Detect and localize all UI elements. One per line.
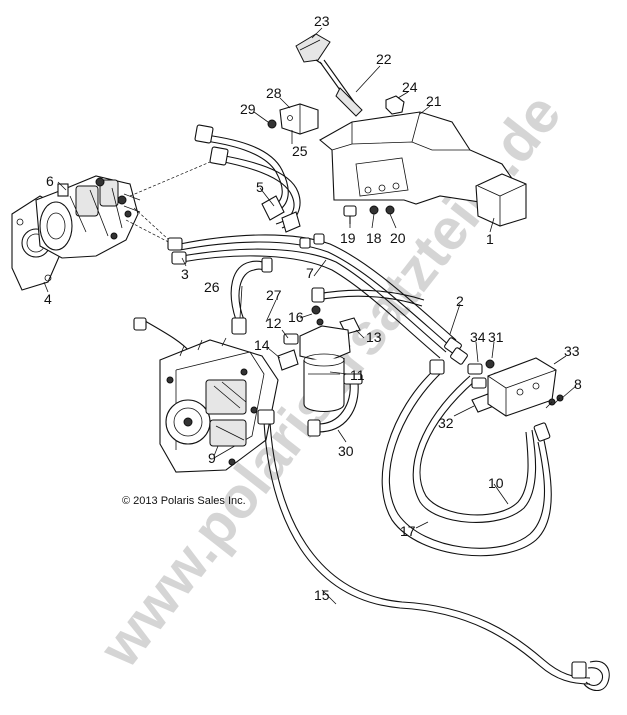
callout-12: 12 — [266, 315, 282, 331]
upper-hoses-part — [194, 124, 301, 233]
valve-block-part — [487, 357, 557, 417]
callout-13: 13 — [366, 329, 382, 345]
callout-26: 26 — [204, 279, 220, 295]
callout-30: 30 — [338, 443, 354, 459]
nut-24-part — [385, 95, 405, 115]
callout-28: 28 — [266, 85, 282, 101]
leader-lines — [43, 27, 577, 605]
fitting-18-part — [369, 205, 379, 215]
engine-assembly-part — [133, 317, 279, 473]
callout-29: 29 — [240, 101, 256, 117]
fitting-14-part — [277, 349, 299, 371]
tube-26-part — [230, 257, 273, 335]
callout-labels: 1 2 3 4 5 6 7 8 9 10 11 12 13 14 15 16 1… — [44, 13, 582, 603]
hose-15-part — [257, 409, 610, 692]
callout-18: 18 — [366, 230, 382, 246]
callout-5: 5 — [256, 179, 264, 195]
filter-part — [299, 325, 351, 413]
dipstick-part — [319, 59, 363, 117]
hose-13-part — [311, 287, 425, 335]
pipe-30-part — [307, 373, 363, 437]
bracket-part — [279, 103, 319, 135]
hydraulic-pump-part — [35, 175, 141, 259]
callout-15: 15 — [314, 587, 330, 603]
callout-14: 14 — [254, 337, 270, 353]
callout-31: 31 — [488, 329, 504, 345]
bolt-29-part — [267, 119, 277, 129]
hose-10-part — [412, 375, 551, 523]
fitting-16-part — [311, 305, 324, 326]
callout-32: 32 — [438, 415, 454, 431]
fitting-20-part — [385, 205, 395, 215]
copyright-notice: © 2013 Polaris Sales Inc. — [122, 495, 246, 507]
callout-19: 19 — [340, 230, 356, 246]
callout-4: 4 — [44, 291, 52, 307]
callout-34: 34 — [470, 329, 486, 345]
callout-2: 2 — [456, 293, 464, 309]
callout-8: 8 — [574, 376, 582, 392]
callout-20: 20 — [390, 230, 406, 246]
callout-11: 11 — [350, 367, 365, 383]
callout-21: 21 — [426, 93, 442, 109]
callout-16: 16 — [288, 309, 304, 325]
reservoir-part — [319, 111, 527, 227]
bolts-8-part — [545, 394, 564, 409]
callout-23: 23 — [314, 13, 330, 29]
callout-24: 24 — [402, 79, 418, 95]
pump-projection-lines — [125, 161, 211, 251]
callout-27: 27 — [266, 287, 282, 303]
filler-cap-part — [295, 33, 331, 65]
callout-17: 17 — [400, 523, 416, 539]
callout-1: 1 — [486, 231, 494, 247]
hose-17-part — [381, 359, 552, 557]
callout-6: 6 — [46, 173, 54, 189]
callout-3: 3 — [181, 266, 189, 282]
callout-25: 25 — [292, 143, 308, 159]
callout-33: 33 — [564, 343, 580, 359]
fitting-12-part — [283, 333, 299, 345]
callout-22: 22 — [376, 51, 392, 67]
fitting-19-part — [343, 205, 357, 224]
callout-10: 10 — [488, 475, 504, 491]
callout-7: 7 — [306, 265, 314, 281]
callout-9: 9 — [208, 450, 216, 466]
